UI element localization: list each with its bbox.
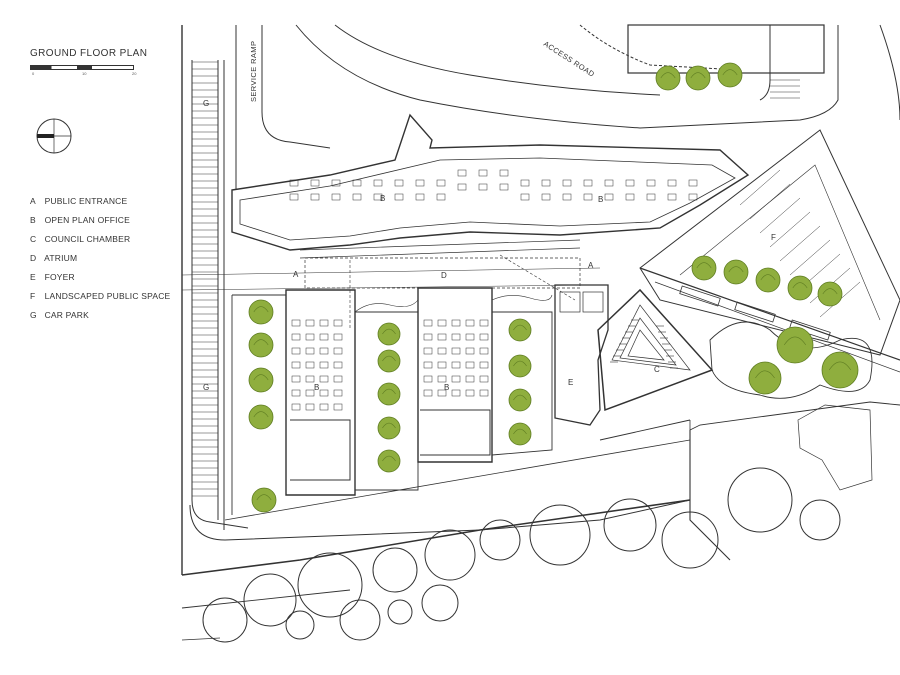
access-road: [295, 24, 900, 129]
legend-item-atrium: D ATRIUM: [30, 253, 78, 263]
car-park-area: [181, 25, 249, 575]
service-ramp-label: SERVICE RAMP: [249, 41, 258, 102]
zone-label-e: E: [568, 378, 573, 387]
zone-label-g-north: G: [203, 99, 209, 108]
scale-tick-0: 0: [32, 71, 35, 76]
office-wing-north: [231, 113, 750, 251]
legend-item-council-chamber: C COUNCIL CHAMBER: [30, 234, 131, 244]
landscaped-public-space: [639, 129, 900, 373]
zone-label-c: C: [654, 365, 660, 374]
southern-boundary: [181, 419, 691, 641]
zone-label-a-east: A: [588, 261, 594, 270]
service-ramp: [235, 25, 331, 190]
scale-bar-graphic: [30, 65, 134, 70]
zone-label-b-north-2: B: [598, 195, 603, 204]
zone-label-f: F: [771, 233, 776, 242]
courtyards: [231, 294, 553, 515]
legend-item-car-park: G CAR PARK: [30, 310, 89, 320]
access-road-label: ACCESS ROAD: [542, 39, 597, 79]
zone-labels: A A B B B B C D E F G G: [203, 99, 776, 392]
atrium: [304, 254, 581, 330]
legend-item-open-plan-office: B OPEN PLAN OFFICE: [30, 215, 130, 225]
legend-item-landscaped-public-space: F LANDSCAPED PUBLIC SPACE: [30, 291, 171, 301]
legend-item-foyer: E FOYER: [30, 272, 75, 282]
council-chamber: [597, 288, 714, 412]
plan-title: GROUND FLOOR PLAN: [30, 48, 148, 59]
zone-label-a-west: A: [293, 270, 299, 279]
north-arrow-icon: [36, 118, 72, 154]
legend-panel: GROUND FLOOR PLAN 0 10 20 A PUBLIC ENTRA…: [30, 48, 180, 320]
zone-label-g-south: G: [203, 383, 209, 392]
green-trees: [248, 62, 859, 513]
zone-label-b-north-1: B: [380, 194, 385, 203]
zone-label-b-east: B: [444, 383, 449, 392]
scale-tick-10: 10: [82, 71, 87, 76]
foyer: [554, 284, 609, 426]
tree-canopy-outlines: [202, 467, 841, 643]
office-block-east: [417, 287, 493, 463]
scale-bar: 0 10 20: [30, 65, 137, 77]
legend-item-public-entrance: A PUBLIC ENTRANCE: [30, 196, 128, 206]
zone-label-d: D: [441, 271, 447, 280]
zone-label-b-west: B: [314, 383, 319, 392]
office-block-west: [285, 289, 356, 496]
scale-tick-20: 20: [132, 71, 137, 76]
legend-list: A PUBLIC ENTRANCE B OPEN PLAN OFFICE C C…: [30, 192, 170, 325]
corridor: [181, 239, 601, 291]
